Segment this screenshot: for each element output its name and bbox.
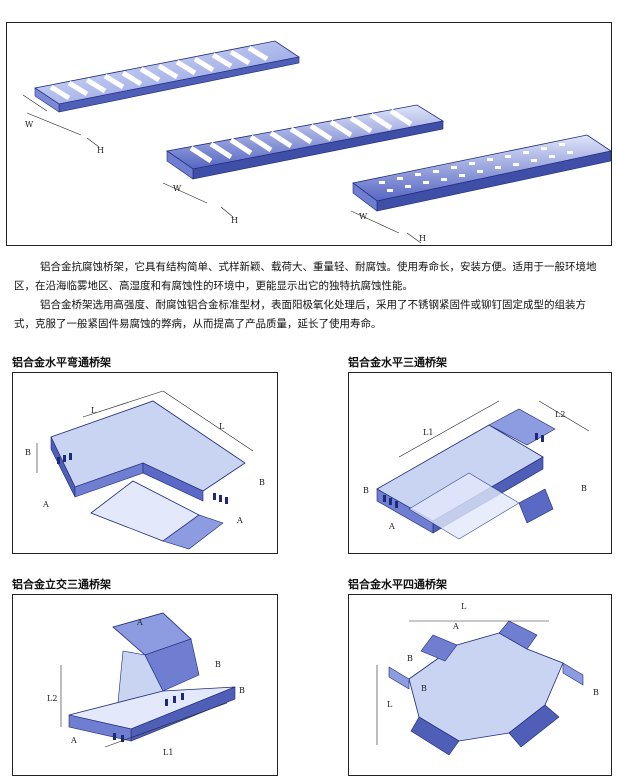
dim-b: B	[581, 484, 587, 493]
dim-a: A	[452, 622, 459, 631]
vertical-tee-drawing: A B L2 L1 A B	[12, 594, 278, 776]
figure-caption-horizontal-tee: 铝合金水平三通桥架	[348, 356, 447, 369]
horizontal-elbow-drawing: L L B B A A	[12, 372, 278, 554]
cable-tray-overview-image: W H W H	[6, 22, 612, 246]
ladder-tray: W H	[22, 40, 301, 155]
dim-h: H	[97, 146, 104, 155]
intro-paragraph-2: 铝合金桥架选用高强度、耐腐蚀铝合金标准型材，表面阳极氧化处理后，采用了不锈钢紧固…	[14, 296, 604, 334]
figure-caption-vertical-tee: 铝合金立交三通桥架	[12, 578, 111, 591]
dim-l2: L2	[47, 694, 57, 703]
figure-caption-horizontal-elbow: 铝合金水平弯通桥架	[12, 356, 111, 369]
intro-paragraph-1-text: 铝合金抗腐蚀桥架，它具有结构简单、式样新颖、载荷大、重量轻、耐腐蚀。使用寿命长，…	[14, 261, 597, 292]
dim-l2: L2	[555, 410, 565, 419]
horizontal-cross-drawing: L A B B L B	[348, 594, 612, 776]
dim-w: W	[173, 184, 182, 193]
dim-a: A	[236, 516, 243, 525]
dim-h: H	[419, 234, 426, 243]
dim-b: B	[259, 478, 265, 487]
dim-a: A	[42, 500, 49, 509]
cable-tray-drawing: W H W H	[22, 40, 611, 244]
dim-a: A	[136, 618, 143, 627]
perforated-tray: W H	[350, 134, 611, 244]
dim-a: A	[70, 736, 77, 745]
dim-b: B	[363, 486, 369, 495]
dim-l: L	[91, 406, 97, 415]
horizontal-tee-drawing: L1 L2 B B A	[348, 372, 612, 554]
channel-tray: W H	[162, 104, 445, 225]
dim-b: B	[593, 688, 599, 697]
dim-l1: L1	[423, 428, 433, 437]
dim-b: B	[25, 448, 31, 457]
dim-a: A	[388, 522, 395, 531]
dim-b: B	[239, 686, 245, 695]
dim-b: B	[215, 660, 221, 669]
dim-l1: L1	[163, 748, 173, 757]
dim-l: L	[461, 602, 467, 611]
dim-w: W	[359, 212, 368, 221]
dim-l: L	[219, 422, 225, 431]
intro-paragraph-1: 铝合金抗腐蚀桥架，它具有结构简单、式样新颖、载荷大、重量轻、耐腐蚀。使用寿命长，…	[14, 258, 604, 296]
dim-h: H	[231, 216, 238, 225]
dim-w: W	[25, 120, 34, 129]
intro-paragraph-2-text: 铝合金桥架选用高强度、耐腐蚀铝合金标准型材，表面阳极氧化处理后，采用了不锈钢紧固…	[14, 299, 586, 330]
dim-b: B	[407, 654, 413, 663]
figure-caption-horizontal-cross: 铝合金水平四通桥架	[348, 578, 447, 591]
dim-b: B	[421, 684, 427, 693]
dim-l: L	[387, 700, 393, 709]
